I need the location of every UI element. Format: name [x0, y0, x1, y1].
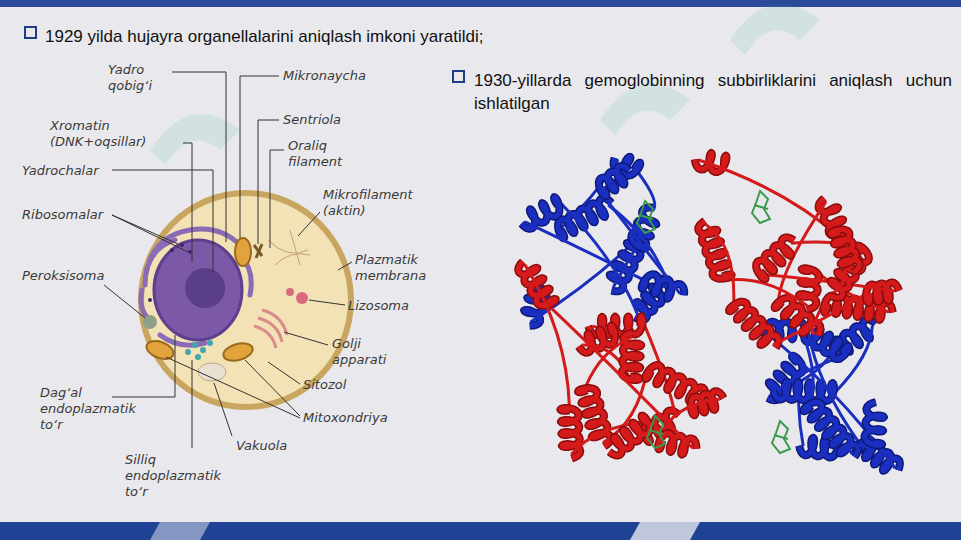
nucleus: [154, 240, 242, 340]
helix-ribbon: [642, 274, 685, 298]
part-label: Silliq endoplazmatik to‘r: [125, 452, 243, 500]
part-label: Yadrochalar: [22, 163, 122, 179]
coil-loop: [802, 330, 813, 403]
peroxisome: [143, 315, 157, 329]
coil-loop: [763, 331, 895, 468]
coil-loop: [773, 294, 865, 345]
smooth-er: [185, 340, 213, 360]
part-label: Mitoxondriya: [303, 410, 423, 426]
helix-ribbon: [831, 230, 860, 273]
helix-ribbon: [729, 302, 779, 348]
helix-ribbon: [865, 402, 884, 445]
bullet-box: [25, 27, 36, 38]
helix-ribbon: [561, 408, 581, 458]
coil-loop: [757, 274, 895, 291]
helix-ribbon: [642, 274, 685, 298]
helix-ribbon: [599, 166, 630, 196]
bullet-box: [453, 71, 464, 82]
helix-ribbon: [865, 402, 884, 445]
bullet-text: 1929 yilda hujayra organellalarini aniql…: [45, 25, 605, 48]
helix-ribbon: [866, 282, 899, 303]
part-label: Golji apparati: [332, 336, 407, 368]
heme-group: [772, 421, 790, 453]
part-label: Ribosomalar: [22, 207, 122, 223]
bottom-bar: [0, 522, 961, 540]
mitochondria: [144, 238, 254, 364]
coil-loop: [638, 172, 655, 211]
heme-group: [752, 191, 770, 223]
heme-group: [637, 201, 655, 233]
helix-ribbon: [756, 238, 794, 279]
helix-ribbon: [729, 302, 779, 348]
helix-ribbon: [599, 166, 630, 196]
hemoglobin-illustration: [518, 153, 900, 471]
coil-loop: [525, 265, 569, 406]
lysosome: [286, 288, 308, 304]
bar-stripe: [630, 522, 700, 540]
bullet-text: 1930-yillarda gemoglobinning subbirlikla…: [474, 69, 952, 115]
top-bar: [0, 0, 961, 7]
golgi: [254, 310, 287, 348]
helix-ribbon: [866, 282, 899, 303]
rough-er: [141, 229, 251, 345]
helix-ribbon: [558, 198, 612, 238]
helix-ribbon: [561, 408, 581, 458]
heme-group: [647, 416, 665, 448]
coil-loop: [525, 222, 642, 279]
part-label: Mikronaycha: [283, 68, 403, 84]
helix-ribbon: [831, 230, 860, 273]
helix-ribbon: [609, 416, 650, 456]
part-label: Mikrofilament (aktin): [323, 187, 443, 219]
helix-ribbon: [558, 198, 612, 238]
part-label: Lizosoma: [348, 298, 438, 314]
part-label: Oraliq filament: [288, 138, 360, 170]
ribosomes: [148, 243, 192, 302]
part-label: Xromatin (DNK+oqsillar): [50, 118, 182, 150]
filaments: [268, 230, 310, 265]
coil-loop: [599, 190, 680, 294]
coil-loop: [706, 225, 734, 303]
part-label: Vakuola: [236, 438, 316, 454]
part-label: Sentriola: [283, 112, 383, 128]
part-label: Sitozol: [303, 377, 383, 393]
bar-stripe: [150, 522, 210, 540]
part-label: Yadro qobig‘i: [108, 62, 172, 94]
part-label: Peroksisoma: [22, 268, 122, 284]
helix-ribbon: [756, 238, 794, 279]
nucleolus: [185, 268, 225, 308]
part-label: Plazmatik membrana: [355, 252, 445, 284]
centriole: [254, 244, 262, 258]
helix-ribbon: [609, 416, 650, 456]
part-label: Dag‘al endoplazmatik to‘r: [40, 385, 158, 433]
